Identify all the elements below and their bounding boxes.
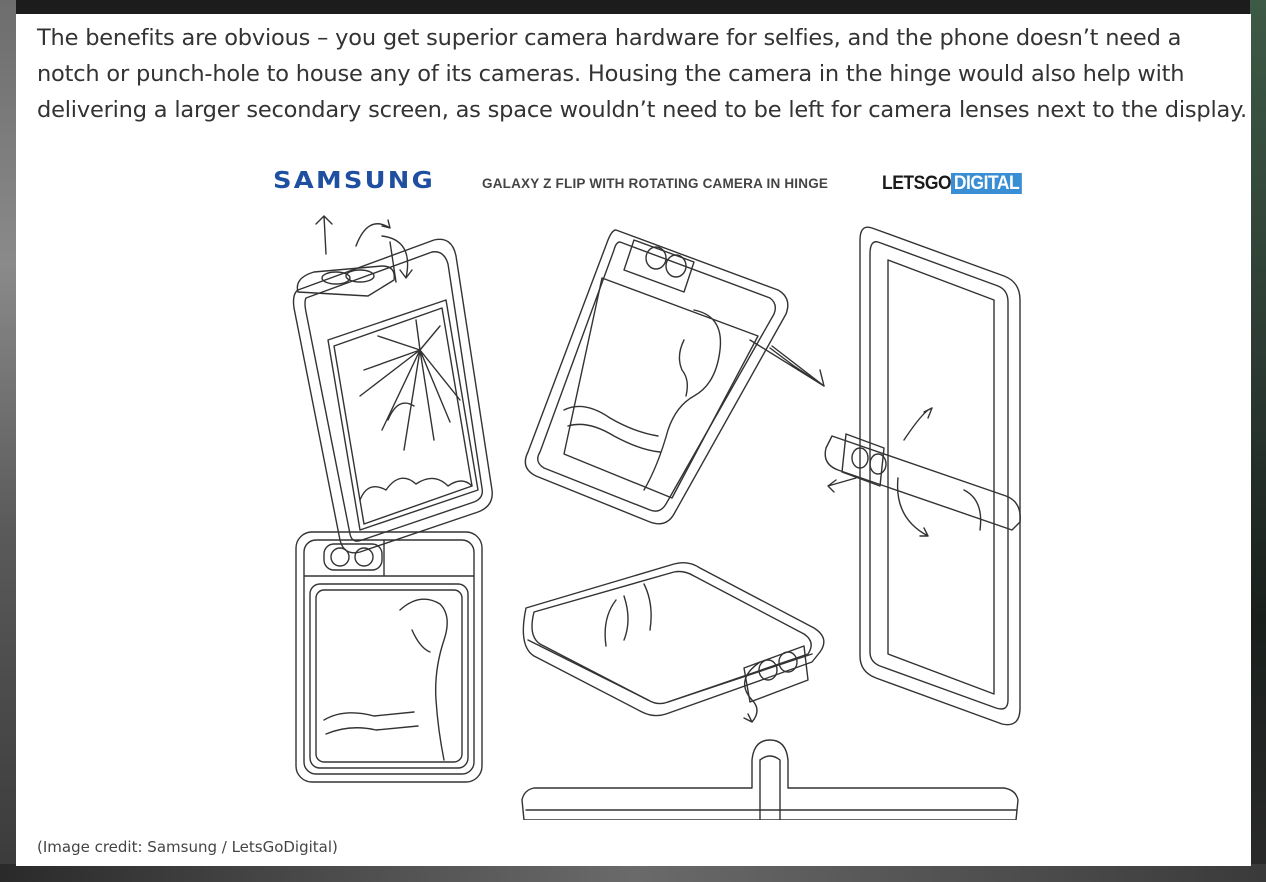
figure-header: SAMSUNG GALAXY Z FLIP WITH ROTATING CAME… [264, 160, 1024, 200]
phone-drawing-6 [521, 739, 1019, 820]
publisher-name-part1: LETSGO [882, 173, 952, 194]
samsung-logo: SAMSUNG [273, 168, 435, 194]
image-caption: (Image credit: Samsung / LetsGoDigital) [37, 838, 338, 856]
publisher-name-part2: DIGITAL [951, 173, 1023, 194]
phone-drawing-3 [824, 226, 1021, 726]
phone-drawing-5 [522, 561, 825, 723]
patent-figure: SAMSUNG GALAXY Z FLIP WITH ROTATING CAME… [264, 160, 1024, 820]
phone-drawing-4 [295, 531, 483, 783]
phone-drawing-1 [292, 215, 493, 554]
background-bottom [0, 864, 1266, 882]
article-paragraph: The benefits are obvious – you get super… [37, 25, 1247, 123]
phone-drawing-2 [524, 229, 825, 525]
figure-title: GALAXY Z FLIP WITH ROTATING CAMERA IN HI… [482, 176, 829, 191]
patent-drawing [292, 215, 1021, 820]
background-right [1250, 0, 1266, 882]
article-card: The benefits are obvious – you get super… [16, 14, 1251, 866]
background-left [0, 0, 16, 882]
